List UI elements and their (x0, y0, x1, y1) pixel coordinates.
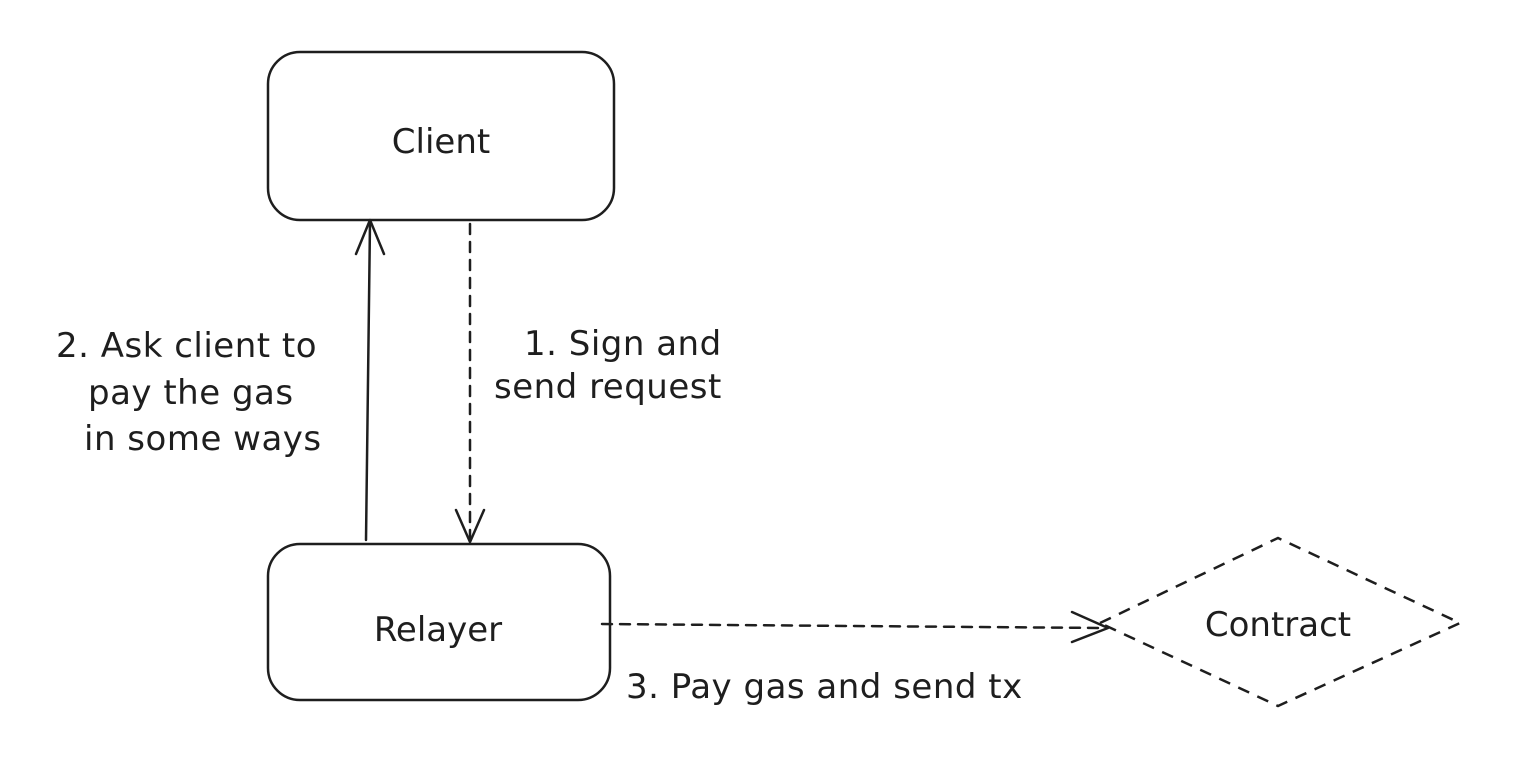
client-label: Client (392, 122, 490, 162)
contract-node[interactable]: Contract (1097, 536, 1463, 708)
edge-pay-gas (600, 610, 1110, 644)
edge-sign-request-label: 1. Sign and send request (494, 324, 733, 407)
relayer-node[interactable]: Relayer (266, 542, 612, 702)
edge-sign-request-label-line-1: 1. Sign and (524, 324, 722, 364)
edge-ask-client-label: 2. Ask client to pay the gas in some way… (56, 326, 328, 459)
contract-label: Contract (1205, 605, 1351, 645)
edge-ask-client-arrowhead (354, 218, 386, 256)
edge-ask-client-label-line-2: pay the gas (88, 373, 294, 413)
edge-ask-client (354, 218, 386, 542)
edge-ask-client-line (364, 220, 372, 542)
client-box (266, 50, 616, 222)
edge-sign-request-label-line-2: send request (494, 367, 722, 407)
contract-diamond (1097, 536, 1463, 708)
edge-sign-request-arrowhead (454, 508, 486, 544)
edge-sign-request (454, 222, 486, 544)
relayer-label: Relayer (374, 610, 502, 650)
edge-pay-gas-label: 3. Pay gas and send tx (626, 667, 1023, 707)
edge-pay-gas-line (600, 622, 1106, 630)
edge-pay-gas-arrowhead (1070, 610, 1110, 644)
edge-ask-client-label-line-3: in some ways (84, 419, 322, 459)
edge-ask-client-label-line-1: 2. Ask client to (56, 326, 317, 366)
relayer-box (266, 542, 612, 702)
client-node[interactable]: Client (266, 50, 616, 222)
